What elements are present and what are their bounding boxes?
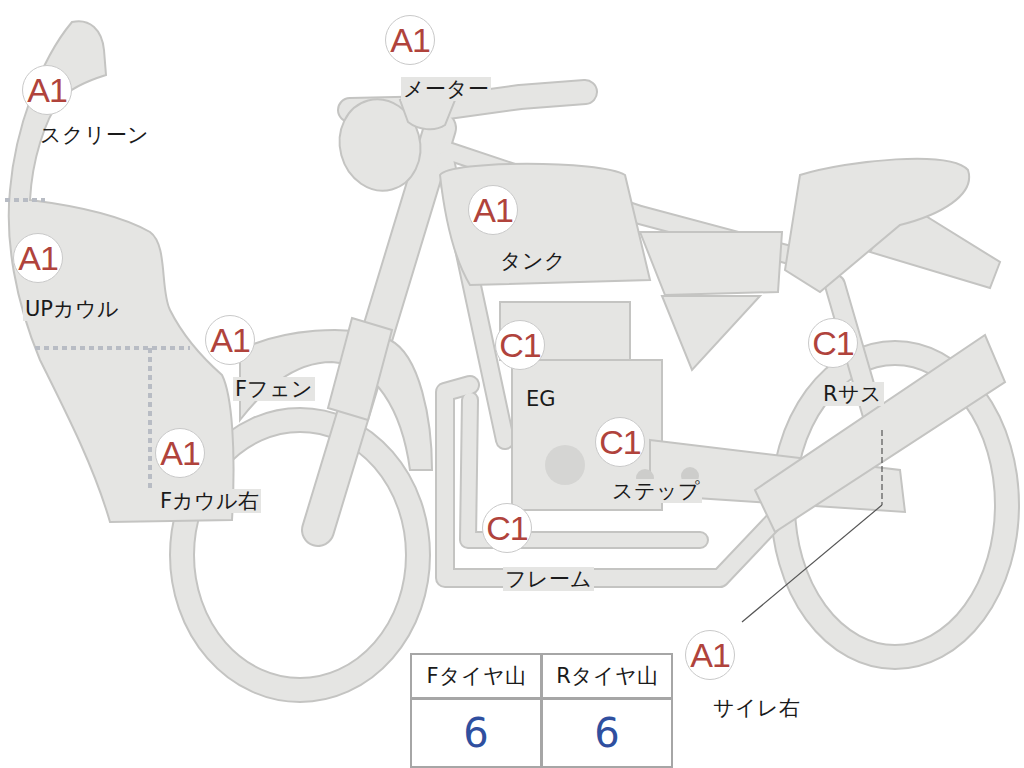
callout: A1メーター: [385, 15, 435, 65]
callout-circle: A1: [385, 15, 435, 65]
part-name: サイレ右: [711, 696, 802, 720]
callout-number: C1: [499, 328, 540, 362]
table-header: Fタイヤ山: [410, 653, 542, 699]
callout: A1Fフェン: [205, 315, 255, 365]
callout-number: A1: [160, 436, 200, 470]
callout: A1タンク: [468, 185, 518, 235]
callout-number: A1: [27, 73, 67, 107]
callout: A1Fカウル右: [155, 428, 205, 478]
part-name: スクリーン: [38, 123, 151, 147]
callout: C1ステップ: [595, 417, 645, 467]
callout: A1スクリーン: [22, 65, 72, 115]
callout-circle: C1: [595, 417, 645, 467]
callout-number: A1: [18, 241, 58, 275]
callout-number: C1: [486, 511, 527, 545]
callout-circle: A1: [155, 428, 205, 478]
callout-number: C1: [599, 425, 640, 459]
callout-circle: A1: [685, 630, 735, 680]
part-name: フレーム: [503, 567, 594, 591]
callout: C1フレーム: [482, 503, 532, 553]
part-name: タンク: [498, 249, 568, 273]
table-value: 6: [410, 698, 542, 768]
callout: A1UPカウル: [13, 233, 63, 283]
table-header: Rタイヤ山: [541, 653, 673, 699]
callout-circle: C1: [808, 318, 858, 368]
callout-number: C1: [812, 326, 853, 360]
callout-circle: C1: [482, 503, 532, 553]
callout: A1サイレ右: [685, 630, 735, 680]
callout-number: A1: [690, 638, 730, 672]
callout-circle: C1: [495, 320, 545, 370]
part-name: Fカウル右: [158, 489, 261, 513]
part-name: メーター: [401, 77, 491, 101]
callout-number: A1: [210, 323, 250, 357]
callout-circle: A1: [468, 185, 518, 235]
callout-number: A1: [390, 23, 430, 57]
part-name: UPカウル: [23, 297, 121, 321]
callout-circle: A1: [22, 65, 72, 115]
callout: C1EG: [495, 320, 545, 370]
part-name: EG: [524, 387, 558, 411]
callout-circle: A1: [13, 233, 63, 283]
part-name: ステップ: [610, 479, 702, 503]
part-name: Rサス: [821, 382, 884, 406]
callout-number: A1: [473, 193, 513, 227]
callout: C1Rサス: [808, 318, 858, 368]
table-value: 6: [541, 698, 673, 768]
part-name: Fフェン: [233, 377, 315, 401]
callout-circle: A1: [205, 315, 255, 365]
